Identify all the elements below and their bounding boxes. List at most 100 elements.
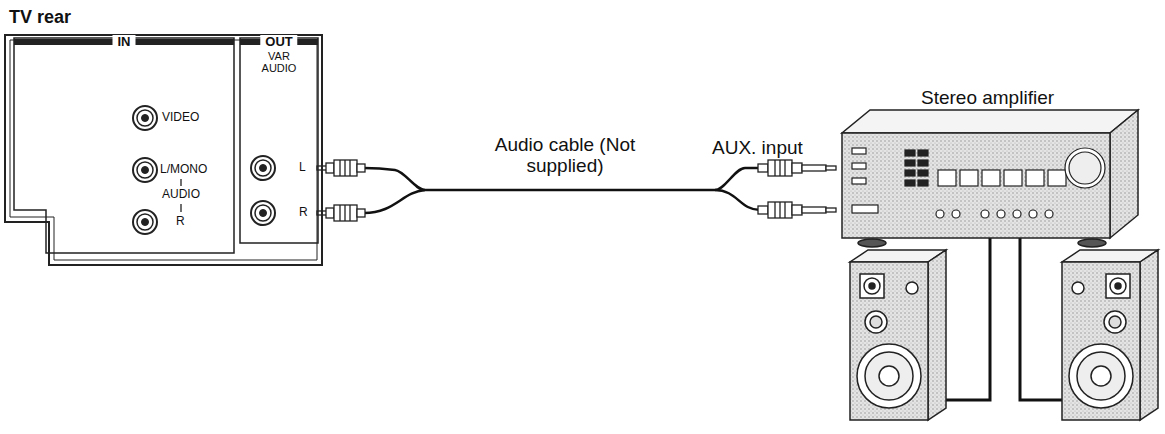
amplifier-controls xyxy=(952,210,960,218)
amplifier-body xyxy=(858,239,886,247)
rca-jack xyxy=(142,219,149,226)
jack-label: R xyxy=(176,215,185,228)
divider-tick xyxy=(180,204,181,212)
rca-plug xyxy=(779,160,780,176)
device-name: Stereo amplifier xyxy=(921,88,1054,109)
amplifier-controls xyxy=(960,170,978,186)
loudspeaker xyxy=(1091,366,1111,386)
rca-plug xyxy=(774,160,775,176)
rca-plug xyxy=(326,208,334,218)
rca-jack xyxy=(137,214,153,230)
rca-jack xyxy=(260,210,267,217)
rca-plug xyxy=(758,206,768,214)
loudspeaker xyxy=(1072,282,1084,294)
rca-jack xyxy=(137,110,153,126)
loudspeaker xyxy=(864,278,880,294)
amplifier-body xyxy=(842,133,1110,238)
amplifier-controls xyxy=(1026,170,1044,186)
rca-plug xyxy=(792,205,802,215)
loudspeaker xyxy=(850,262,928,420)
rca-plug xyxy=(326,163,334,173)
rca-plug xyxy=(802,165,826,171)
rca-plug xyxy=(334,160,357,176)
rca-jack xyxy=(133,210,157,234)
rca-jack xyxy=(133,106,157,130)
amplifier-controls xyxy=(905,150,928,186)
rca-jack xyxy=(142,167,149,174)
divider-tick xyxy=(180,179,181,186)
amplifier-controls xyxy=(1048,170,1066,186)
amplifier-controls xyxy=(981,210,989,218)
loudspeaker xyxy=(906,282,918,294)
output-type: VAR AUDIO xyxy=(257,51,301,74)
rca-plug xyxy=(802,207,826,213)
amplifier-controls xyxy=(1004,170,1022,186)
amplifier-body xyxy=(1078,239,1106,247)
rca-plug xyxy=(349,160,350,176)
rca-plug xyxy=(784,160,785,176)
rca-plug xyxy=(826,208,836,212)
amplifier-controls xyxy=(1029,210,1037,218)
jack-label: L xyxy=(299,161,306,174)
input-label: AUX. input xyxy=(712,138,803,159)
rca-jack xyxy=(255,160,271,176)
amplifier-controls xyxy=(997,210,1005,218)
outline-stroke xyxy=(14,38,234,253)
rca-jack xyxy=(133,210,157,234)
amplifier-controls xyxy=(852,163,866,169)
jack-label: R xyxy=(299,206,308,219)
amplifier-controls xyxy=(1013,210,1021,218)
rca-plug xyxy=(317,160,365,221)
cable-wire xyxy=(364,190,425,213)
rca-jack xyxy=(251,201,275,225)
speaker-wire xyxy=(946,238,1062,400)
rca-jack xyxy=(260,165,267,172)
loudspeaker xyxy=(860,274,884,298)
amplifier-controls xyxy=(1065,148,1105,188)
rca-jack xyxy=(251,156,275,180)
rca-plug xyxy=(768,202,792,218)
loudspeaker xyxy=(1104,311,1126,333)
jack-label: AUDIO xyxy=(162,188,200,201)
loudspeaker xyxy=(928,250,946,420)
amplifier-controls xyxy=(1045,210,1053,218)
amplifier-controls xyxy=(918,160,928,166)
amplifier-controls xyxy=(918,150,928,156)
rca-plug xyxy=(784,202,785,218)
section-heading: OUT xyxy=(260,35,297,48)
rca-jack xyxy=(133,106,275,234)
loudspeaker xyxy=(1109,316,1121,328)
amplifier-controls xyxy=(905,170,915,176)
amplifier-controls xyxy=(852,178,866,184)
rca-plug xyxy=(334,205,357,221)
outline-stroke xyxy=(5,35,322,265)
amplifier-body xyxy=(842,110,1138,247)
rca-plug xyxy=(357,209,365,217)
amplifier-controls xyxy=(982,170,1000,186)
rca-plug xyxy=(344,205,345,221)
rca-plug xyxy=(339,160,340,176)
rca-plug xyxy=(317,160,365,176)
panel-heading: TV rear xyxy=(9,8,71,28)
rca-plug xyxy=(768,160,792,176)
amplifier-controls xyxy=(852,205,878,213)
loudspeaker xyxy=(1069,344,1133,408)
section-heading: IN xyxy=(113,35,136,48)
rca-plug xyxy=(344,160,345,176)
rca-plug xyxy=(317,205,365,221)
amplifier-controls xyxy=(1069,152,1101,184)
amplifier-controls xyxy=(905,160,915,166)
rca-plug xyxy=(779,202,780,218)
amplifier-controls xyxy=(852,148,1105,218)
loudspeaker xyxy=(1106,274,1130,298)
tv-rear-panel: IN OUT VAR AUDIO TV rear xyxy=(5,8,323,266)
loudspeaker xyxy=(857,344,921,408)
input-section: IN xyxy=(14,38,234,253)
amplifier-controls xyxy=(905,150,915,156)
rca-jack xyxy=(255,205,271,221)
rca-jack xyxy=(251,156,275,180)
rca-jack xyxy=(251,201,275,225)
loudspeaker xyxy=(1140,250,1158,420)
loudspeaker xyxy=(879,366,899,386)
